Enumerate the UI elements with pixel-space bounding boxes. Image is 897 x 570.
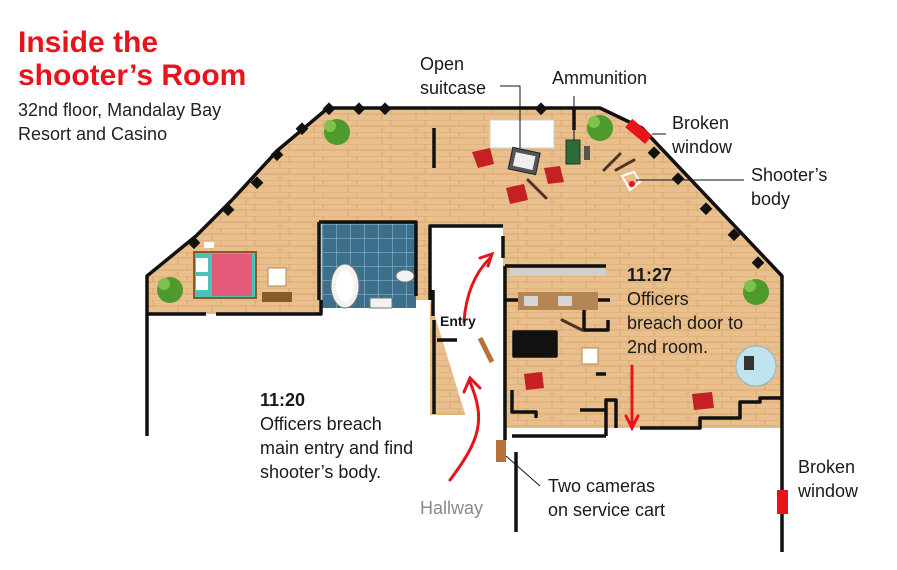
- label-broken-window-right: Broken window: [798, 457, 859, 501]
- bed-icon: [193, 251, 257, 299]
- label-broken-window-top: Broken window: [672, 113, 733, 157]
- entry-corridor: [430, 226, 503, 430]
- label-hallway: Hallway: [420, 498, 484, 518]
- label-shooters-body: Shooter’s body: [751, 165, 828, 209]
- ammunition-icon: [565, 139, 581, 165]
- leader-lines: [500, 85, 744, 487]
- rifle-icon: [526, 152, 636, 332]
- broken-window-top-icon: [625, 118, 653, 144]
- label-ammunition: Ammunition: [552, 68, 648, 88]
- page-title: Inside the shooter’s Room: [18, 26, 246, 92]
- shooters-body-icon: [620, 170, 642, 192]
- subtitle: 32nd floor, Mandalay Bay Resort and Casi…: [18, 98, 221, 146]
- event-1127-time: 11:27: [627, 265, 673, 285]
- arrows: [448, 251, 640, 482]
- label-two-cameras: Two cameras on service cart: [548, 476, 666, 520]
- subtitle-line-2: Resort and Casino: [18, 124, 168, 144]
- event-1127: 11:27 Officers breach door to 2nd room.: [627, 265, 744, 357]
- camera-cart-icon: [496, 440, 506, 462]
- label-open-suitcase: Open suitcase: [420, 54, 487, 98]
- title-line-1: Inside the: [18, 26, 159, 59]
- plant-icon: [157, 115, 769, 305]
- chair-icon: [472, 148, 714, 410]
- label-entry: Entry: [440, 313, 476, 329]
- suitcase-icon: [507, 146, 541, 176]
- subtitle-line-1: 32nd floor, Mandalay Bay: [18, 100, 222, 120]
- title-line-2: shooter’s Room: [18, 59, 247, 92]
- entry-door-icon: [477, 336, 495, 364]
- event-1120-time: 11:20: [260, 390, 306, 410]
- toilet-icon: [395, 269, 415, 283]
- broken-window-right-icon: [777, 490, 788, 514]
- table-icon: [267, 267, 287, 287]
- event-1120: 11:20 Officers breach main entry and fin…: [260, 390, 414, 482]
